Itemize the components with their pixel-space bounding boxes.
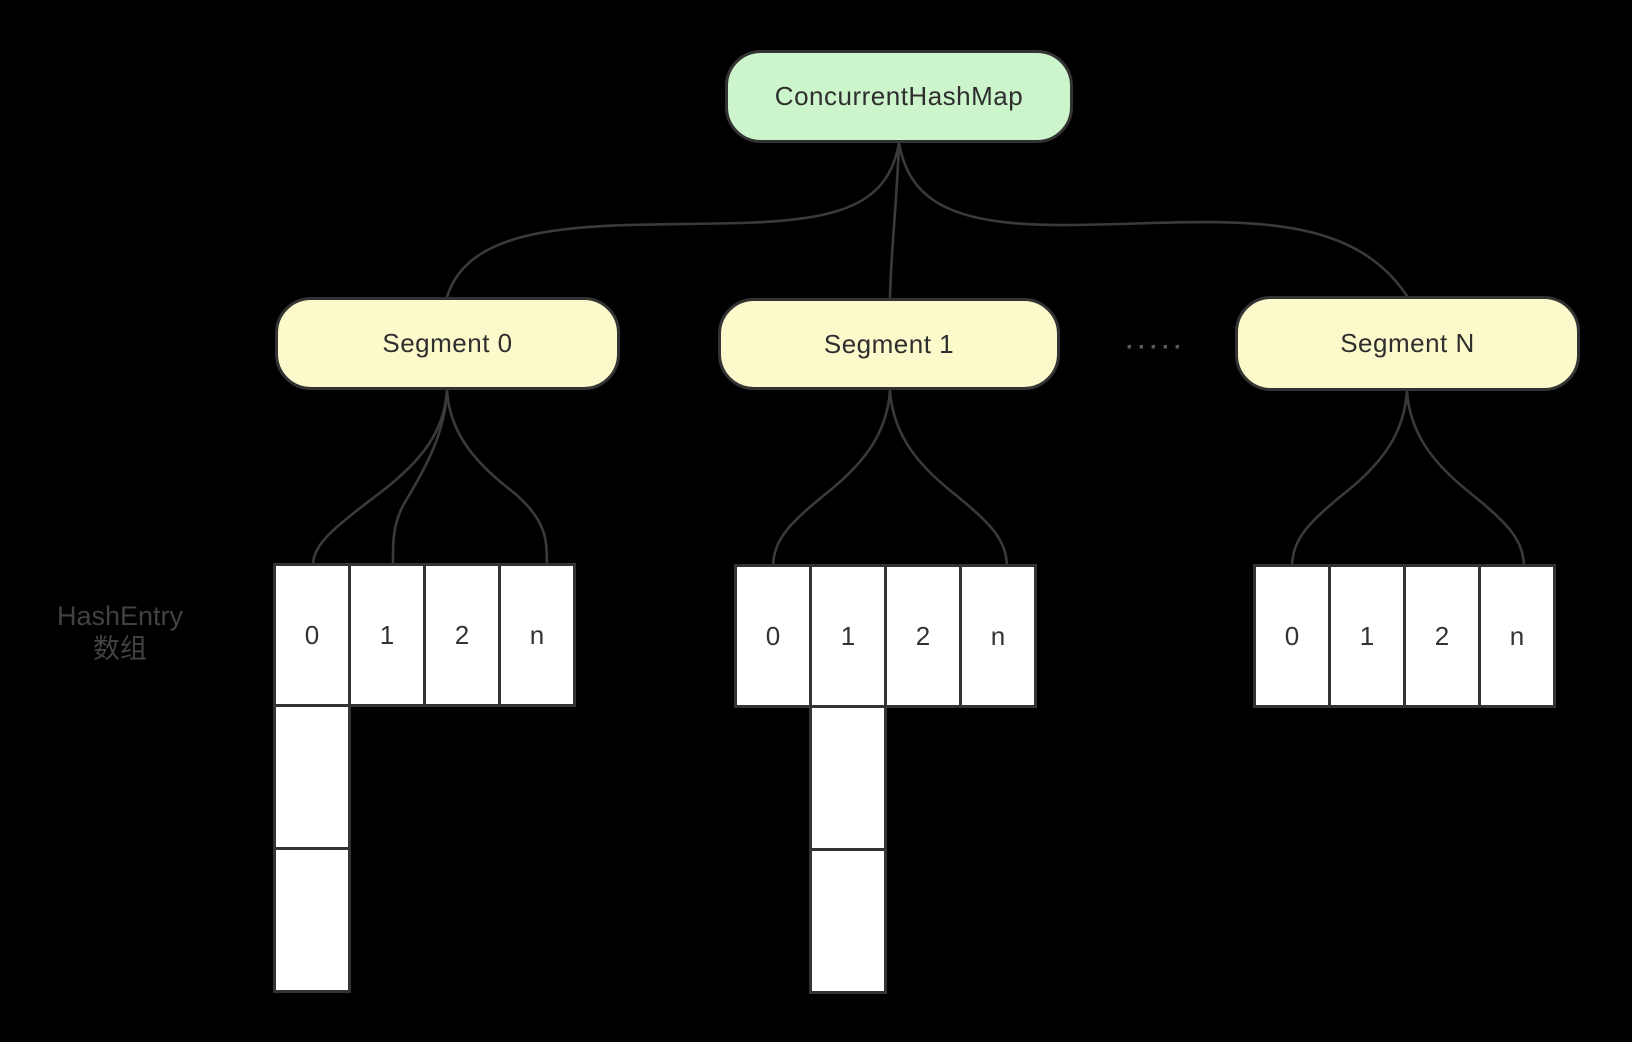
array1-cell-n: n xyxy=(959,564,1037,708)
linked-entries-under-array0-cell0 xyxy=(273,704,351,993)
hashentry-array-label: HashEntry 数组 xyxy=(40,600,200,666)
segment-0-label: Segment 0 xyxy=(382,328,513,358)
root-node-label: ConcurrentHashMap xyxy=(774,81,1024,111)
array0-cell-n: n xyxy=(498,563,576,707)
edge-root-to-segment-0 xyxy=(445,141,901,299)
segment-n-label: Segment N xyxy=(1340,328,1475,358)
hashentry-array-segment0: 0 1 2 n xyxy=(273,563,576,707)
edge-segment0-to-celln xyxy=(445,389,549,566)
array0-cell-1: 1 xyxy=(348,563,426,707)
segment-0-node: Segment 0 xyxy=(275,297,620,390)
hash-entry-node xyxy=(809,705,887,851)
arrayn-cell-2: 2 xyxy=(1403,564,1481,708)
edge-segment0-to-cell0 xyxy=(311,389,449,566)
arrayn-cell-0: 0 xyxy=(1253,564,1331,708)
edge-segment0-to-cell1 xyxy=(391,389,449,566)
hashentry-array-segmentn: 0 1 2 n xyxy=(1253,564,1556,708)
hashentry-array-segment1: 0 1 2 n xyxy=(734,564,1037,708)
hashentry-array-label-line2: 数组 xyxy=(93,634,147,664)
hash-entry-node xyxy=(273,704,351,850)
edge-segment1-to-cell0 xyxy=(771,389,892,568)
array1-cell-2: 2 xyxy=(884,564,962,708)
array0-cell-0: 0 xyxy=(273,563,351,707)
array0-cell-2: 2 xyxy=(423,563,501,707)
segment-n-node: Segment N xyxy=(1235,296,1580,391)
arrayn-cell-n: n xyxy=(1478,564,1556,708)
hash-entry-node xyxy=(809,848,887,994)
edge-segment1-to-celln xyxy=(888,389,1009,568)
arrayn-cell-1: 1 xyxy=(1328,564,1406,708)
segment-1-label: Segment 1 xyxy=(823,328,955,359)
edge-segmentn-to-cell0 xyxy=(1290,390,1409,568)
segment-1-node: Segment 1 xyxy=(718,298,1060,390)
hash-entry-node xyxy=(273,847,351,993)
edge-root-to-segment-1 xyxy=(888,141,901,300)
root-node-concurrenthashmap: ConcurrentHashMap xyxy=(725,50,1073,143)
linked-entries-under-array1-cell1 xyxy=(809,705,887,994)
hashentry-array-label-line1: HashEntry xyxy=(56,601,184,631)
segments-ellipsis: ····· xyxy=(1126,334,1186,361)
array1-cell-0: 0 xyxy=(734,564,812,708)
array1-cell-1: 1 xyxy=(809,564,887,708)
edge-segmentn-to-celln xyxy=(1405,390,1526,568)
edge-root-to-segment-n xyxy=(897,141,1409,298)
